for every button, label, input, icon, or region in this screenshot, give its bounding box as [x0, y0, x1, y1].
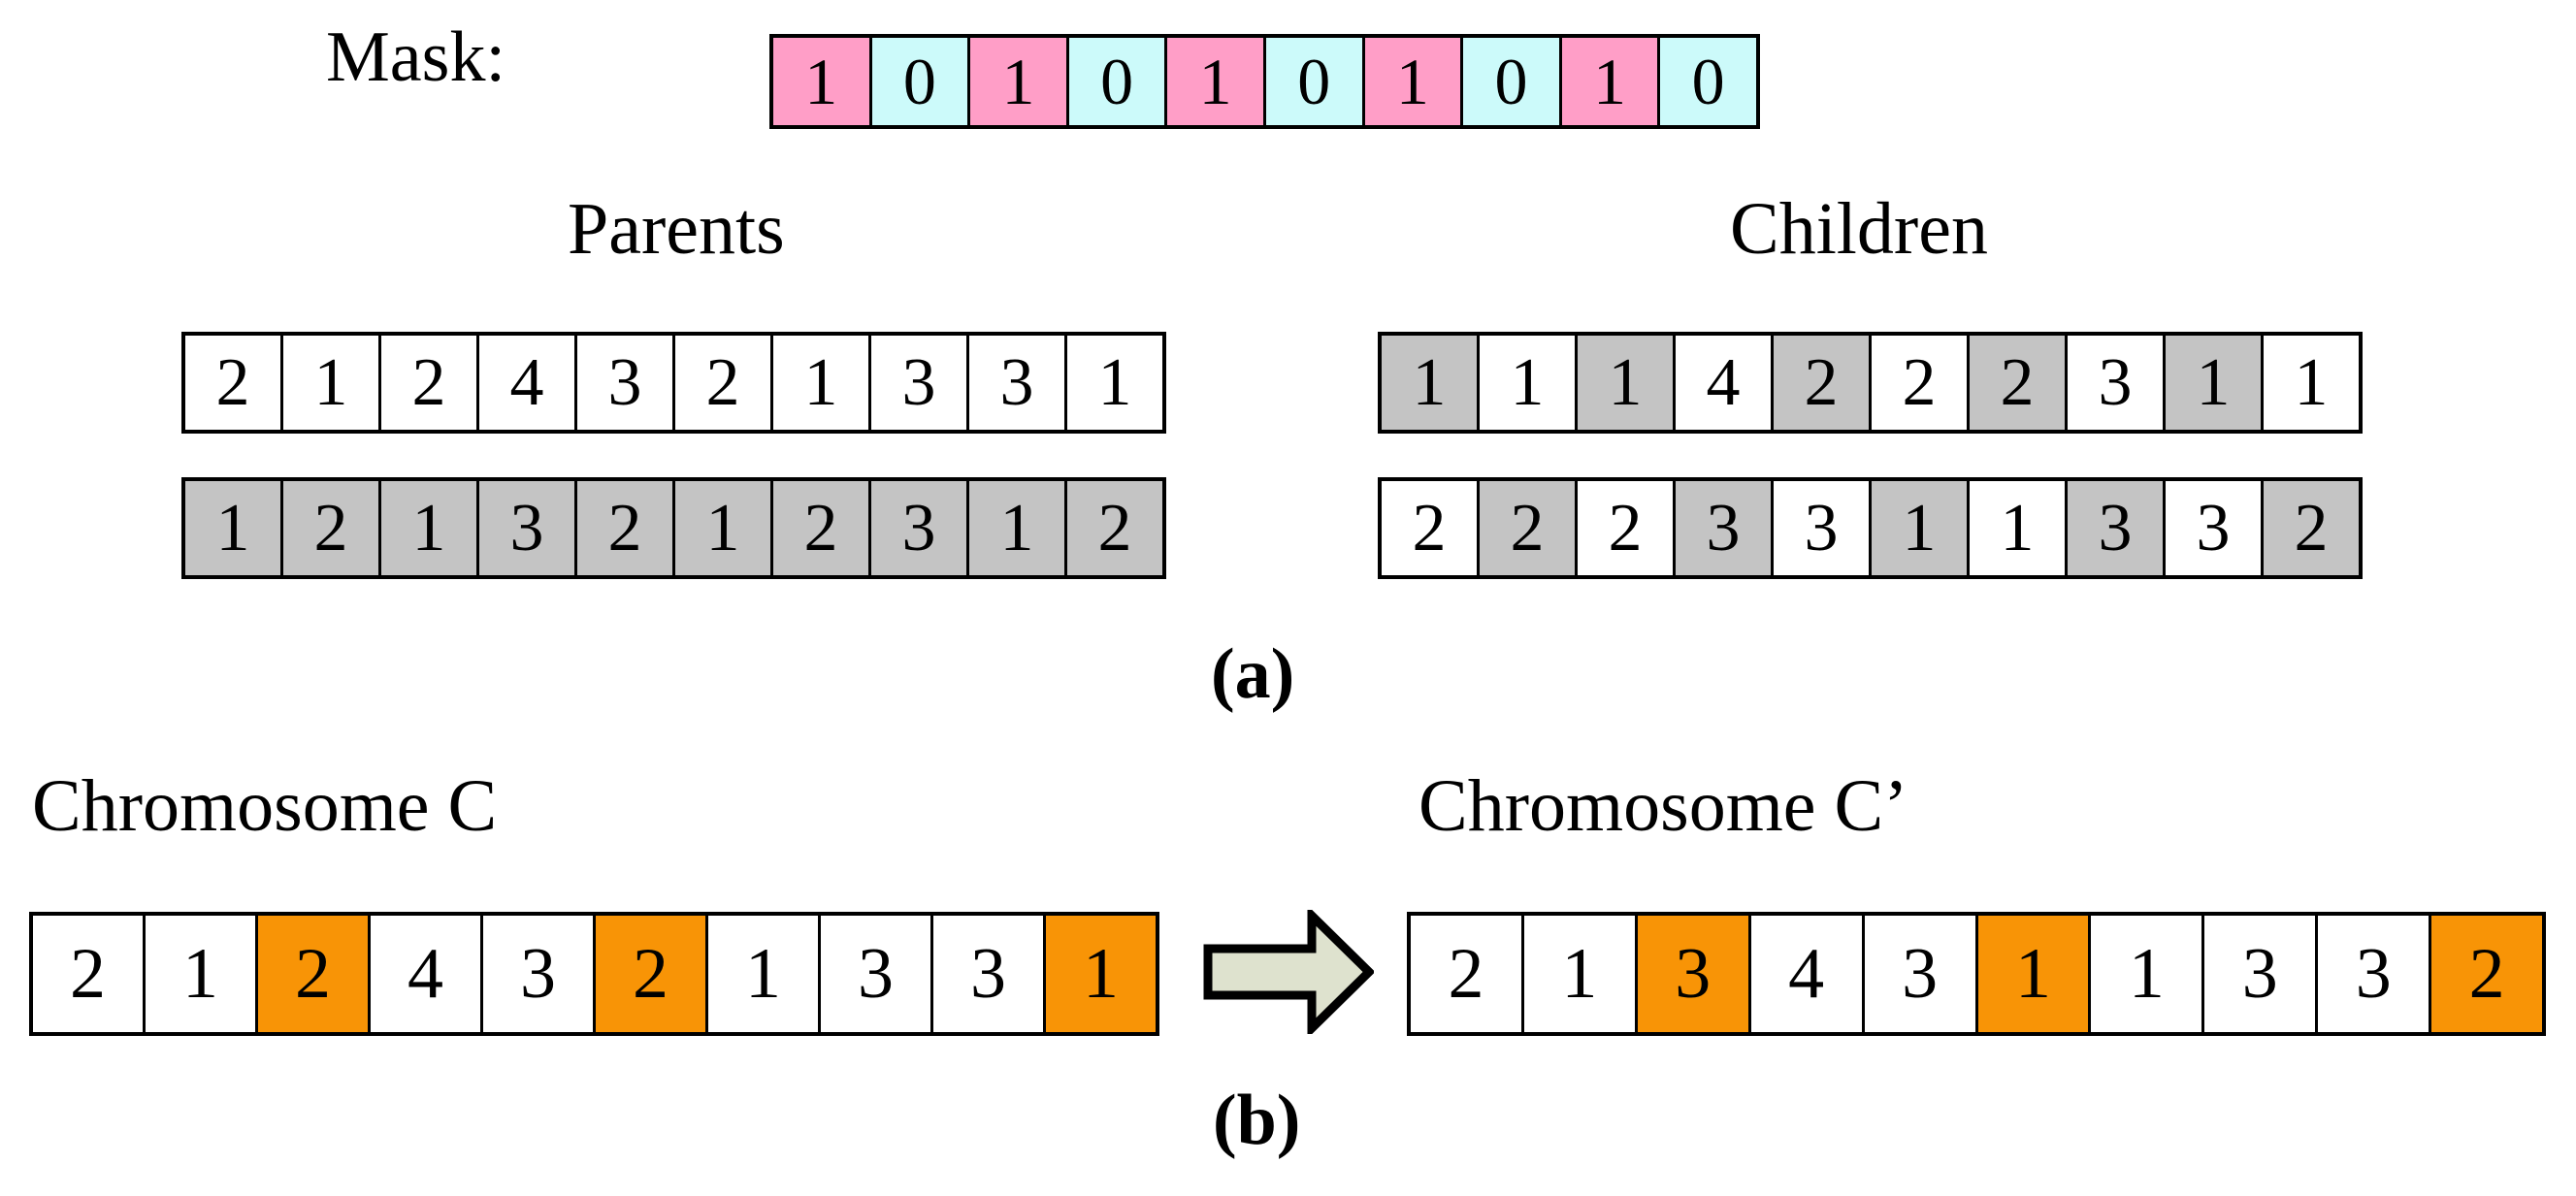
parent-2-cell-2: 2 [283, 481, 381, 575]
chromosome-c-cell-2: 1 [146, 916, 258, 1032]
child-1-cell-10: 1 [2264, 336, 2359, 430]
child-1-cell-1: 1 [1382, 336, 1480, 430]
chromosome-c-cell-5: 3 [483, 916, 596, 1032]
child-2-cell-2: 2 [1480, 481, 1578, 575]
chromosome-c-prime-cell-10: 2 [2431, 916, 2543, 1032]
parent-1-cell-5: 3 [577, 336, 675, 430]
child-2-cell-4: 3 [1676, 481, 1774, 575]
chromosome-c-prime-cell-5: 3 [1864, 916, 1978, 1032]
chromosome-c-cell-8: 3 [821, 916, 933, 1032]
child-1-cell-9: 1 [2166, 336, 2264, 430]
parent-1-cell-6: 2 [675, 336, 773, 430]
chromosome-c-cell-6: 2 [596, 916, 708, 1032]
chromosome-c-cell-3: 2 [258, 916, 371, 1032]
chromosome-c-prime-cell-6: 1 [1977, 916, 2092, 1032]
child-2-cell-10: 2 [2264, 481, 2359, 575]
chromosome-c-prime-cell-1: 2 [1411, 916, 1524, 1032]
mask-cell-2: 0 [871, 38, 971, 125]
parent-1-cell-8: 3 [871, 336, 969, 430]
mutation-arrow [1203, 910, 1374, 1034]
parent-2-cell-9: 1 [969, 481, 1067, 575]
child-2-cell-8: 3 [2068, 481, 2166, 575]
chromosome-c-cell-4: 4 [371, 916, 483, 1032]
chromosome-c-prime-cell-4: 4 [1750, 916, 1865, 1032]
child-1-cell-4: 4 [1676, 336, 1774, 430]
mask-cell-7: 1 [1364, 38, 1464, 125]
child-1-cell-5: 2 [1774, 336, 1872, 430]
child-2-cell-5: 3 [1774, 481, 1872, 575]
child-2-cell-9: 3 [2166, 481, 2264, 575]
parent-1-cell-4: 4 [479, 336, 577, 430]
child-2-cell-6: 1 [1872, 481, 1970, 575]
child-1-cell-6: 2 [1872, 336, 1970, 430]
caption-a: (a) [1211, 634, 1295, 714]
parent-1-cell-10: 1 [1067, 336, 1162, 430]
child-2-cell-1: 2 [1382, 481, 1480, 575]
chromosome-c-prime-cell-8: 3 [2204, 916, 2319, 1032]
child-2-cell-7: 1 [1970, 481, 2068, 575]
mask-cell-10: 0 [1660, 38, 1756, 125]
children-heading: Children [1730, 188, 1988, 270]
mask-cell-4: 0 [1068, 38, 1168, 125]
parent-2-cell-4: 3 [479, 481, 577, 575]
parents-heading: Parents [568, 188, 785, 270]
child-1-cell-8: 3 [2068, 336, 2166, 430]
parent-1-cell-2: 1 [283, 336, 381, 430]
chromosome-c-prime-cell-2: 1 [1523, 916, 1638, 1032]
chromosome-c-heading: Chromosome C [32, 765, 498, 847]
child-1-cell-7: 2 [1970, 336, 2068, 430]
mask-label: Mask: [326, 17, 505, 97]
mask-cell-3: 1 [970, 38, 1069, 125]
mask-cell-5: 1 [1167, 38, 1266, 125]
parent-2-cell-5: 2 [577, 481, 675, 575]
child-1-cell-2: 1 [1480, 336, 1578, 430]
parent-2-cell-6: 1 [675, 481, 773, 575]
child-2-cell-3: 2 [1578, 481, 1676, 575]
parent-1-cell-9: 3 [969, 336, 1067, 430]
caption-b: (b) [1213, 1081, 1301, 1160]
parent-1-cell-3: 2 [381, 336, 479, 430]
mask-cell-6: 0 [1265, 38, 1365, 125]
chromosome-c-prime-cell-7: 1 [2091, 916, 2205, 1032]
parent-2-cell-3: 1 [381, 481, 479, 575]
chromosome-c-prime-heading: Chromosome C’ [1418, 765, 1908, 847]
chromosome-c-cell-1: 2 [33, 916, 146, 1032]
mask-cell-9: 1 [1561, 38, 1661, 125]
parent-1-cell-7: 1 [773, 336, 871, 430]
chromosome-c-cell-10: 1 [1046, 916, 1156, 1032]
chromosome-c-prime-cell-3: 3 [1637, 916, 1751, 1032]
chromosome-c-cell-9: 3 [933, 916, 1046, 1032]
chromosome-c-prime-cell-9: 3 [2318, 916, 2432, 1032]
mask-cell-1: 1 [773, 38, 872, 125]
parent-2-cell-10: 2 [1067, 481, 1162, 575]
parent-2-cell-7: 2 [773, 481, 871, 575]
mask-cell-8: 0 [1463, 38, 1562, 125]
child-1-cell-3: 1 [1578, 336, 1676, 430]
parent-1-cell-1: 2 [185, 336, 283, 430]
parent-2-cell-1: 1 [185, 481, 283, 575]
chromosome-c-cell-7: 1 [708, 916, 821, 1032]
parent-2-cell-8: 3 [871, 481, 969, 575]
